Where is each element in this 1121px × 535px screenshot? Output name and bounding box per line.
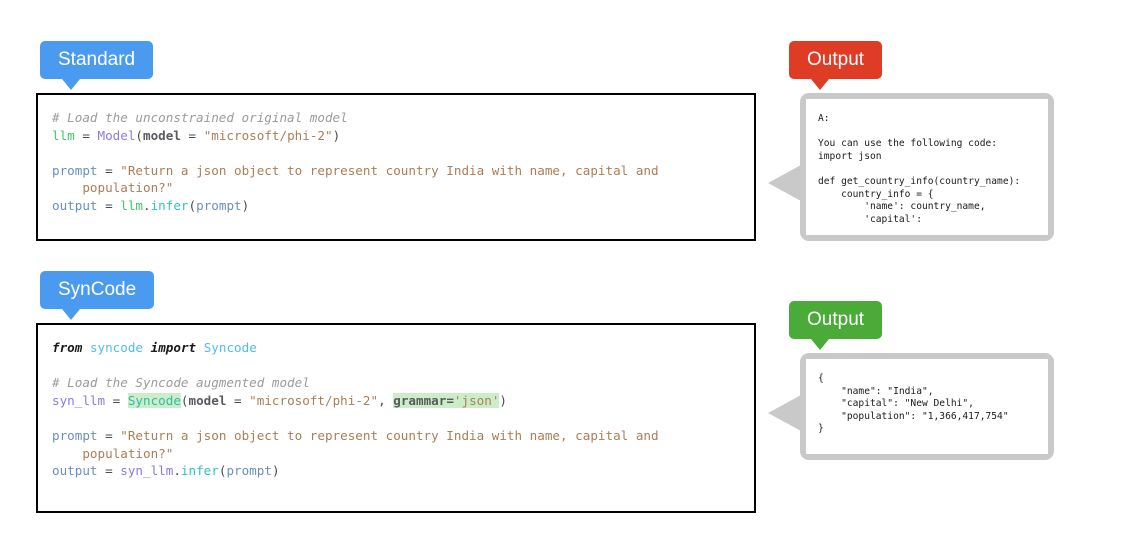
token-comma: ,	[378, 392, 394, 408]
code-standard: # Load the unconstrained original model …	[38, 95, 754, 215]
token-output-var: output	[52, 197, 98, 213]
token-model-path-2: "microsoft/phi-2"	[249, 392, 379, 408]
tag-syncode-label: SynCode	[58, 279, 137, 300]
token-kwarg-model-2: model	[188, 392, 227, 408]
token-eq2: =	[180, 127, 204, 143]
token-llm-2: llm	[120, 197, 143, 213]
tag-output-syncode-label: Output	[807, 309, 865, 330]
token-output-var-2: output	[52, 463, 98, 479]
output-inner-syncode: { "name": "India", "capital": "New Delhi…	[806, 359, 1048, 454]
token-mod-syncode: syncode	[89, 340, 144, 355]
token-close-paren-3: )	[499, 392, 508, 408]
token-eq: =	[74, 127, 98, 143]
token-prompt-var: prompt	[52, 162, 98, 178]
token-eq7: =	[97, 427, 121, 443]
token-model-class: Model	[97, 127, 136, 143]
output-text-standard: A: You can use the following code: impor…	[818, 113, 1021, 225]
token-grammar-kwarg: grammar=	[393, 392, 454, 408]
tag-standard: Standard	[40, 41, 154, 90]
token-prompt-arg-2: prompt	[226, 463, 272, 479]
token-infer-2: infer	[180, 463, 219, 479]
code-box-standard: # Load the unconstrained original model …	[36, 93, 756, 241]
token-open-paren-3: (	[180, 392, 189, 408]
token-open-paren-2: (	[188, 197, 197, 213]
token-grammar-value: 'json'	[453, 392, 500, 408]
token-syncode-cls: Syncode	[203, 340, 257, 355]
token-infer: infer	[150, 197, 189, 213]
token-prompt-arg: prompt	[196, 197, 242, 213]
code-comment-2: # Load the Syncode augmented model	[52, 375, 310, 391]
tag-output-standard-label: Output	[807, 49, 865, 70]
token-prompt-str-2b: population?"	[82, 445, 174, 461]
token-prompt-str-1b: "Return a json object to represent count…	[120, 427, 659, 443]
token-eq8: =	[97, 463, 121, 479]
tag-syncode: SynCode	[40, 271, 155, 320]
output-text-syncode: { "name": "India", "capital": "New Delhi…	[818, 373, 1009, 435]
output-inner-standard: A: You can use the following code: impor…	[806, 99, 1048, 235]
tag-output-standard: Output	[789, 41, 883, 90]
token-eq5: =	[105, 392, 128, 408]
arrow-syncode	[768, 395, 801, 431]
token-syn-llm-2: syn_llm	[120, 463, 174, 479]
output-box-syncode: { "name": "India", "capital": "New Delhi…	[800, 353, 1054, 460]
token-import: import	[150, 340, 197, 355]
tag-output-syncode: Output	[789, 301, 883, 350]
token-dot: .	[143, 197, 151, 213]
token-kwarg-model: model	[143, 127, 181, 143]
code-syncode: from syncode import Syncode # Load the S…	[38, 325, 754, 480]
output-box-standard: A: You can use the following code: impor…	[800, 93, 1054, 241]
token-from: from	[52, 340, 83, 355]
tag-standard-label: Standard	[58, 49, 136, 70]
token-syncode-call: Syncode	[127, 392, 181, 408]
token-close-paren-4: )	[271, 463, 280, 479]
token-syn-llm: syn_llm	[52, 392, 106, 408]
token-eq6: =	[226, 392, 250, 408]
token-open-paren-4: (	[218, 463, 227, 479]
code-comment: # Load the unconstrained original model	[52, 110, 348, 125]
token-open-paren: (	[135, 127, 144, 143]
token-close-paren: )	[332, 127, 341, 143]
token-model-path: "microsoft/phi-2"	[203, 127, 333, 143]
token-eq4: =	[97, 197, 121, 213]
arrow-standard	[768, 165, 801, 201]
token-llm: llm	[52, 127, 75, 143]
token-close-paren-2: )	[241, 197, 250, 213]
token-prompt-str-1: "Return a json object to represent count…	[120, 162, 659, 178]
token-eq3: =	[97, 162, 121, 178]
token-prompt-var-2: prompt	[52, 427, 98, 443]
token-prompt-str-2: population?"	[82, 180, 174, 196]
code-box-syncode: from syncode import Syncode # Load the S…	[36, 323, 756, 513]
token-dot-2: .	[173, 463, 181, 479]
